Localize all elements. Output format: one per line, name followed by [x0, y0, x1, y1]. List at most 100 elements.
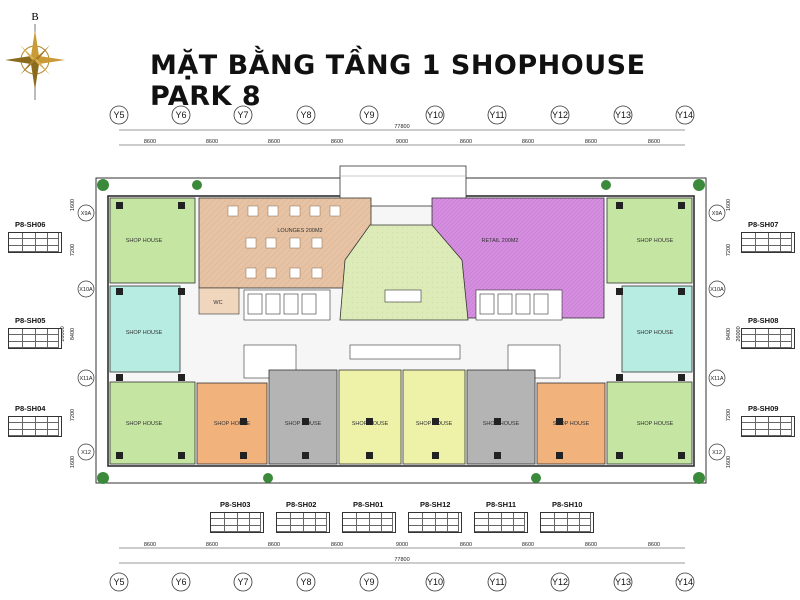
svg-text:8600: 8600 [206, 139, 218, 145]
svg-text:X10A: X10A [79, 287, 93, 293]
grid-bubble-y6: Y6 [171, 105, 191, 125]
svg-text:1600: 1600 [70, 456, 76, 468]
svg-text:Y13: Y13 [615, 110, 631, 120]
retail-label: RETAIL 200M2 [482, 238, 519, 244]
trees [97, 179, 705, 484]
svg-text:Y5: Y5 [113, 577, 124, 587]
bottom-segment-dimensions: 8600 8600 8600 8600 9000 8600 8600 8600 … [144, 542, 660, 548]
unit-label-sh08: P8-SH08 [748, 316, 778, 325]
svg-text:Y14: Y14 [677, 110, 693, 120]
shop-house-sh03 [196, 382, 268, 465]
unit-label-sh12: P8-SH12 [420, 500, 450, 509]
area-table-sh05 [8, 328, 62, 349]
area-table-sh08 [741, 328, 795, 349]
shop-house-sh10 [536, 382, 606, 465]
shop-house-sh06-label: SHOP HOUSE [126, 238, 163, 244]
grid-bubble-x10a-left: X10A [77, 280, 95, 298]
top-total-dimension: 77800 [394, 124, 409, 130]
area-table-sh10 [540, 512, 594, 533]
svg-text:8600: 8600 [206, 542, 218, 548]
elevator-core-left [243, 289, 331, 321]
grid-bubble-y14-bottom: Y14 [675, 572, 695, 592]
shop-house-sh10-label: SHOP HOUSE [553, 421, 590, 427]
grid-bubble-y5-bottom: Y5 [109, 572, 129, 592]
shop-house-sh12 [402, 369, 466, 465]
svg-text:Y14: Y14 [677, 577, 693, 587]
grid-bubble-x12-left: X12 [77, 443, 95, 461]
top-dimension-line [119, 129, 685, 146]
shop-house-sh05-label: SHOP HOUSE [126, 330, 163, 336]
area-table-sh01 [342, 512, 396, 533]
svg-text:9000: 9000 [396, 139, 408, 145]
svg-text:Y8: Y8 [300, 577, 311, 587]
lounge-area [198, 197, 372, 289]
svg-text:8600: 8600 [460, 139, 472, 145]
shop-house-sh07 [606, 197, 693, 284]
unit-label-sh06: P8-SH06 [15, 220, 45, 229]
shop-house-sh09-label: SHOP HOUSE [637, 421, 674, 427]
svg-text:1600: 1600 [726, 456, 732, 468]
lounge-label: LOUNGES 200M2 [277, 228, 322, 234]
unit-label-sh11: P8-SH11 [486, 500, 516, 509]
svg-text:8600: 8600 [144, 542, 156, 548]
shop-house-sh01 [338, 369, 402, 465]
svg-text:Y13: Y13 [615, 577, 631, 587]
svg-text:9000: 9000 [396, 542, 408, 548]
svg-text:X11A: X11A [79, 376, 92, 382]
elevator-core-right [475, 289, 563, 321]
svg-text:8400: 8400 [70, 328, 76, 340]
grid-bubble-y7-bottom: Y7 [233, 572, 253, 592]
grid-bubble-x9a-left: X9A [77, 204, 95, 222]
shop-house-sh08-label: SHOP HOUSE [637, 330, 674, 336]
svg-text:Y5: Y5 [113, 110, 124, 120]
svg-text:8600: 8600 [648, 139, 660, 145]
area-table-sh09 [741, 416, 795, 437]
grid-bubble-y11-bottom: Y11 [487, 572, 507, 592]
left-dimensions: 1600 7200 8400 7200 1600 26000 [60, 199, 76, 468]
compass-rose-icon: B [5, 11, 65, 100]
svg-text:X9A: X9A [712, 211, 723, 217]
bottom-dimension-line [119, 547, 685, 564]
shop-house-sh04 [109, 381, 196, 465]
area-table-sh11 [474, 512, 528, 533]
svg-text:1600: 1600 [726, 199, 732, 211]
grid-bubble-x11a-right: X11A [708, 369, 726, 387]
shop-house-sh09 [606, 381, 693, 465]
svg-text:Y10: Y10 [427, 110, 443, 120]
top-grid-labels: Y5 Y6 Y7 Y8 Y9 Y10 Y11 Y12 Y13 Y14 [109, 105, 695, 125]
svg-text:7200: 7200 [70, 409, 76, 421]
svg-text:8600: 8600 [648, 542, 660, 548]
svg-text:8600: 8600 [331, 542, 343, 548]
shop-house-sh11-label: SHOP HOUSE [483, 421, 520, 427]
area-table-sh07 [741, 232, 795, 253]
svg-text:Y9: Y9 [363, 110, 374, 120]
reception-desk [384, 289, 422, 303]
grid-bubble-y9-bottom: Y9 [359, 572, 379, 592]
shop-house-sh04-label: SHOP HOUSE [126, 421, 163, 427]
svg-text:Y12: Y12 [552, 110, 568, 120]
grid-bubble-y14: Y14 [675, 105, 695, 125]
svg-text:Y11: Y11 [489, 110, 504, 120]
svg-text:Y7: Y7 [237, 577, 248, 587]
svg-text:Y6: Y6 [175, 577, 186, 587]
unit-label-sh01: P8-SH01 [353, 500, 383, 509]
svg-text:X9A: X9A [81, 211, 92, 217]
svg-text:Y10: Y10 [427, 577, 443, 587]
svg-text:Y6: Y6 [175, 110, 186, 120]
unit-label-sh04: P8-SH04 [15, 404, 46, 413]
grid-bubble-y10-bottom: Y10 [425, 572, 445, 592]
wc-room [198, 287, 240, 315]
grid-bubble-y13-bottom: Y13 [613, 572, 633, 592]
svg-text:8600: 8600 [268, 139, 280, 145]
grid-bubble-y7: Y7 [233, 105, 253, 125]
grid-bubble-y5: Y5 [109, 105, 129, 125]
svg-text:Y9: Y9 [363, 577, 374, 587]
svg-text:X11A: X11A [710, 376, 723, 382]
grid-bubble-y6-bottom: Y6 [171, 572, 191, 592]
svg-text:X10A: X10A [710, 287, 724, 293]
area-table-sh03 [210, 512, 264, 533]
grid-bubble-y11: Y11 [487, 105, 507, 125]
svg-text:26000: 26000 [60, 326, 66, 341]
svg-text:7200: 7200 [70, 244, 76, 256]
